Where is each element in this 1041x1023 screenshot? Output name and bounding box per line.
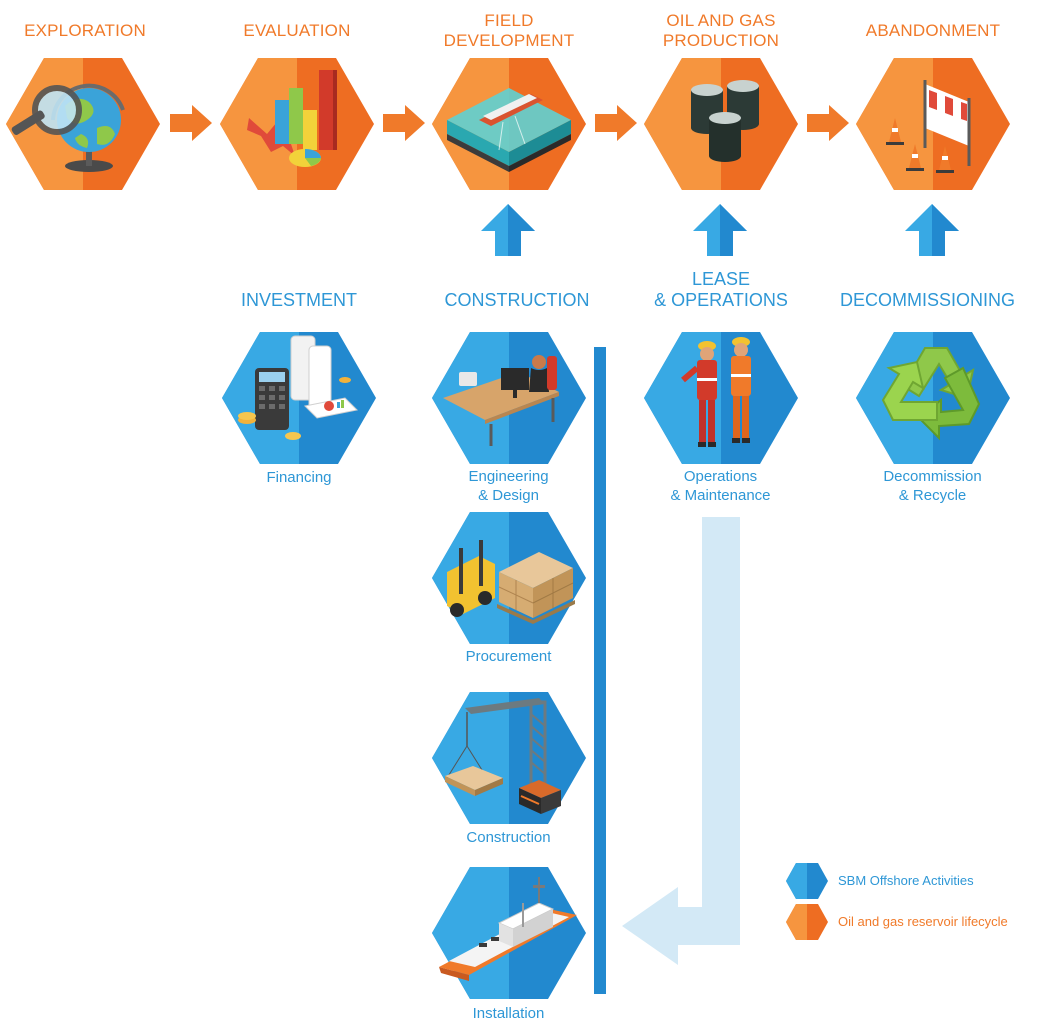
offshore-vessel-icon	[447, 88, 571, 172]
calculator-money-icon	[238, 335, 359, 440]
decommission-hexagon	[856, 332, 1010, 464]
caption-engineering: Engineering & Design	[468, 468, 549, 504]
installation-hexagon	[432, 867, 586, 999]
stage-title-production: OIL AND GAS PRODUCTION	[662, 11, 780, 50]
flow-arrow-icon	[383, 105, 425, 141]
forklift-boxes-icon	[447, 540, 575, 624]
return-arrow-icon	[622, 517, 740, 965]
legend-orange-hexagon-icon	[786, 904, 828, 940]
group-title-lease-operations: LEASE & OPERATIONS	[654, 269, 788, 310]
operations-hexagon	[644, 332, 798, 464]
up-arrow-icon	[693, 204, 747, 256]
engineering-hexagon	[432, 332, 586, 464]
stage-title-evaluation: EVALUATION	[243, 21, 351, 40]
group-title-decommissioning: DECOMMISSIONING	[839, 290, 1015, 310]
globe-magnifier-icon	[11, 83, 125, 172]
installation-vessel-icon	[439, 877, 577, 981]
legend-orange-label: Oil and gas reservoir lifecycle	[838, 914, 1008, 929]
oil-barrels-icon	[691, 80, 759, 162]
financing-hexagon	[222, 332, 376, 464]
stage-title-exploration: EXPLORATION	[24, 21, 146, 40]
up-arrow-icon	[905, 204, 959, 256]
legend-blue-label: SBM Offshore Activities	[838, 873, 974, 888]
field-development-hexagon	[432, 58, 586, 190]
caption-decommission: Decommission & Recycle	[883, 468, 982, 504]
workers-icon	[681, 337, 751, 447]
flow-arrow-icon	[595, 105, 637, 141]
construction-timeline-bar	[594, 347, 606, 994]
production-hexagon	[644, 58, 798, 190]
caption-installation: Installation	[472, 1005, 545, 1022]
road-barrier-icon	[886, 80, 971, 173]
bar-chart-icon	[247, 70, 337, 167]
group-title-investment: INVESTMENT	[240, 290, 357, 310]
engineer-desk-icon	[443, 355, 559, 446]
caption-procurement: Procurement	[465, 648, 552, 665]
caption-financing: Financing	[266, 469, 332, 486]
construction-hexagon	[432, 692, 586, 824]
crane-icon	[445, 698, 561, 814]
flow-arrow-icon	[807, 105, 849, 141]
group-title-construction: CONSTRUCTION	[444, 290, 590, 310]
flow-arrow-icon	[170, 105, 212, 141]
recycle-icon	[881, 347, 981, 441]
evaluation-hexagon	[220, 58, 374, 190]
abandonment-hexagon	[856, 58, 1010, 190]
exploration-hexagon	[6, 58, 160, 190]
up-arrow-icon	[481, 204, 535, 256]
stage-title-field-development: FIELD DEVELOPMENT	[443, 11, 575, 50]
caption-operations: Operations & Maintenance	[670, 468, 771, 504]
stage-title-abandonment: ABANDONMENT	[865, 21, 1001, 40]
procurement-hexagon	[432, 512, 586, 644]
legend-blue-hexagon-icon	[786, 863, 828, 899]
caption-construction: Construction	[466, 829, 551, 846]
